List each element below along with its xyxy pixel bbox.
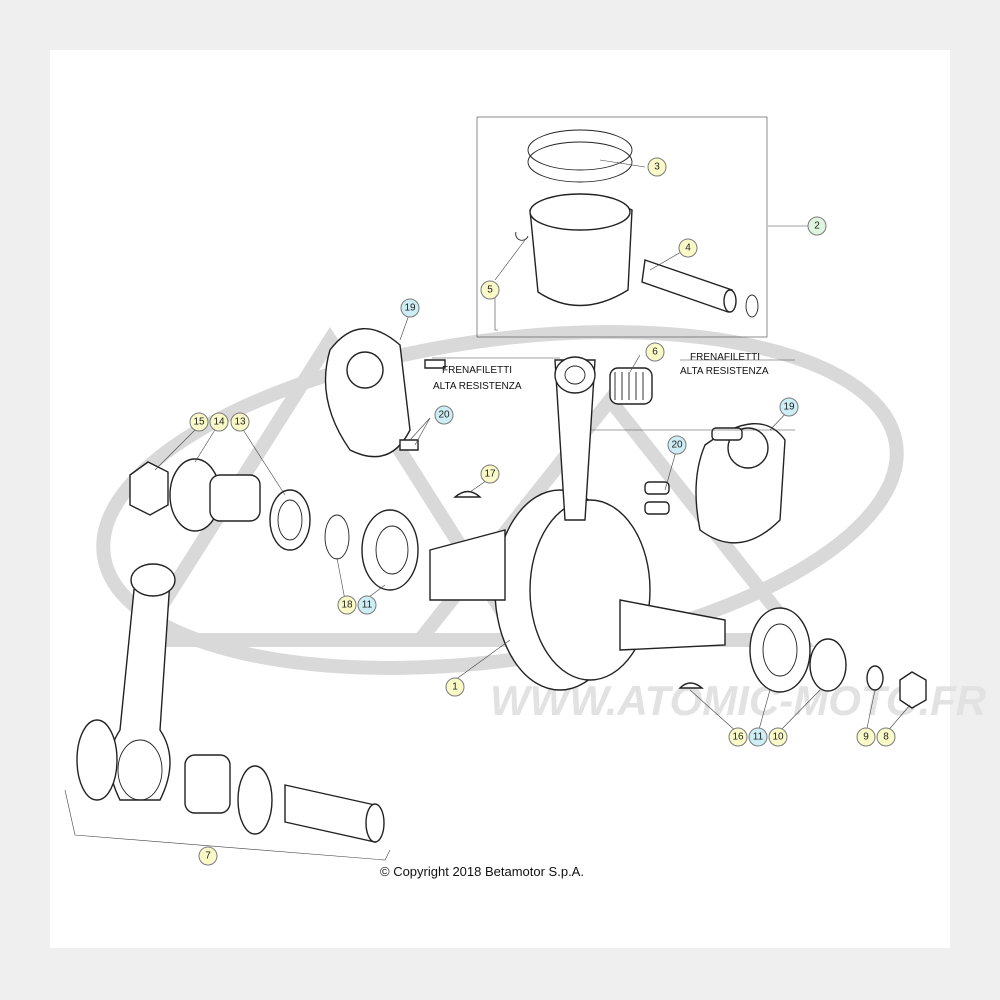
svg-text:19: 19	[783, 402, 795, 413]
note-right-line1: FRENAFILETTI	[690, 352, 760, 363]
note-left-line2: ALTA RESISTENZA	[433, 381, 522, 392]
callout-16: 16	[728, 727, 748, 747]
svg-text:6: 6	[652, 347, 658, 358]
svg-text:11: 11	[753, 732, 764, 743]
crankshaft	[429, 356, 726, 691]
callout-8: 8	[876, 727, 896, 747]
callout-3: 3	[647, 157, 667, 177]
svg-text:13: 13	[234, 417, 246, 428]
callout-11-left: 11	[357, 595, 377, 615]
svg-text:19: 19	[404, 303, 416, 314]
note-left-line1: FRENAFILETTI	[442, 365, 512, 376]
svg-text:18: 18	[341, 600, 353, 611]
svg-text:8: 8	[883, 732, 889, 743]
left-crank-web	[324, 328, 446, 458]
svg-text:20: 20	[438, 410, 450, 421]
left-shaft-parts	[129, 458, 419, 591]
callout-11-right: 11	[748, 727, 768, 747]
callout-2: 2	[807, 216, 827, 236]
thread-lock-note-left: FRENAFILETTI ALTA RESISTENZA	[433, 365, 522, 392]
callout-14: 14	[209, 412, 229, 432]
svg-text:3: 3	[654, 162, 660, 173]
callout-19-right: 19	[779, 397, 799, 417]
callout-20-right: 20	[667, 435, 687, 455]
svg-text:10: 10	[772, 732, 784, 743]
svg-text:16: 16	[732, 732, 744, 743]
svg-text:20: 20	[671, 440, 683, 451]
svg-text:17: 17	[484, 469, 496, 480]
svg-text:15: 15	[193, 417, 205, 428]
callout-6: 6	[645, 342, 665, 362]
svg-text:9: 9	[863, 732, 869, 743]
callout-18: 18	[337, 595, 357, 615]
right-shaft-parts	[453, 490, 927, 709]
svg-text:1: 1	[452, 682, 458, 693]
piston-kit-group	[476, 116, 768, 338]
callout-9: 9	[856, 727, 876, 747]
callout-15: 15	[189, 412, 209, 432]
callout-7: 7	[198, 846, 218, 866]
callout-20-left: 20	[434, 405, 454, 425]
svg-text:14: 14	[213, 417, 225, 428]
svg-text:7: 7	[205, 851, 211, 862]
callout-19-left: 19	[400, 298, 420, 318]
copyright-text: © Copyright 2018 Betamotor S.p.A.	[380, 864, 584, 879]
thread-lock-note-right: FRENAFILETTI ALTA RESISTENZA	[680, 352, 769, 377]
callout-4: 4	[678, 238, 698, 258]
callout-5: 5	[480, 280, 500, 300]
svg-text:5: 5	[487, 285, 493, 296]
svg-text:11: 11	[362, 600, 373, 611]
needle-bearing-top	[609, 367, 653, 405]
callout-13: 13	[230, 412, 250, 432]
callout-10: 10	[768, 727, 788, 747]
leader-lines	[154, 159, 911, 734]
callout-1: 1	[445, 677, 465, 697]
right-crank-web	[644, 422, 786, 544]
note-right-line2: ALTA RESISTENZA	[680, 366, 769, 377]
svg-text:4: 4	[685, 243, 691, 254]
connecting-rod-kit	[64, 563, 391, 861]
svg-text:2: 2	[814, 221, 820, 232]
callout-17: 17	[480, 464, 500, 484]
